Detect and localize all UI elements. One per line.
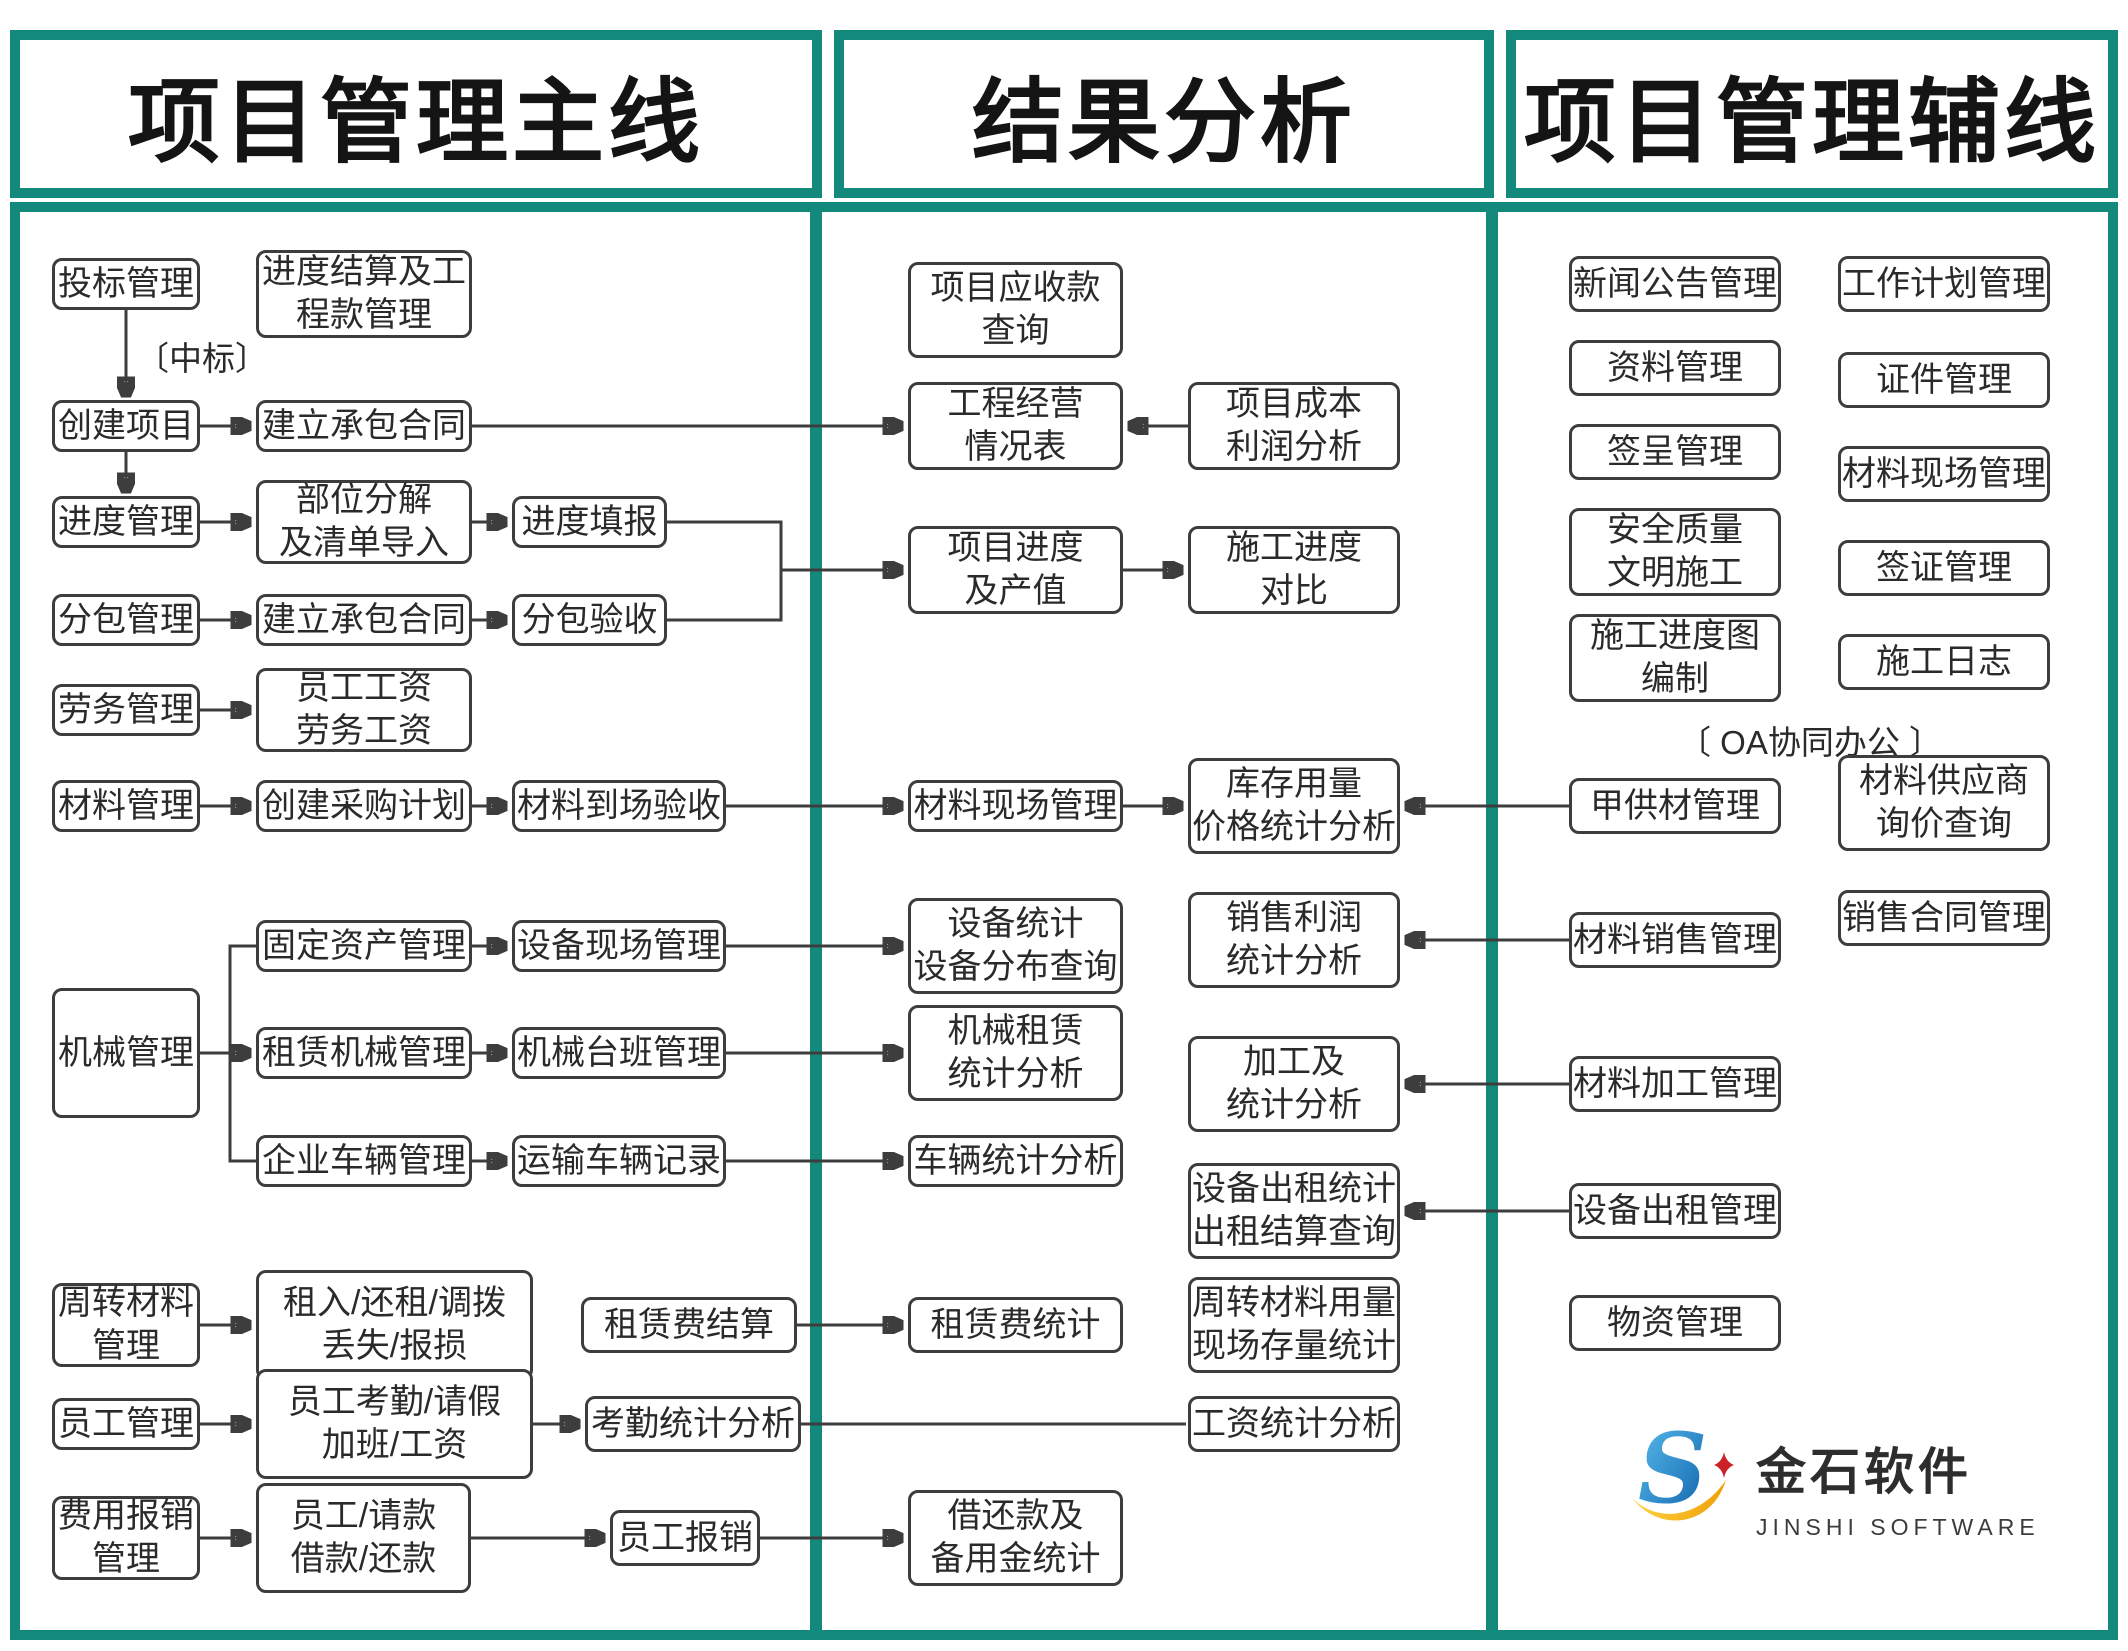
node-progress-management: 进度管理 xyxy=(52,496,200,548)
node-material-sales: 材料销售管理 xyxy=(1569,912,1781,968)
node-fixed-asset-management: 固定资产管理 xyxy=(256,920,472,972)
node-material-processing: 材料加工管理 xyxy=(1569,1056,1781,1112)
node-progress-chart: 施工进度图 编制 xyxy=(1569,614,1781,702)
node-sales-profit-stat: 销售利润 统计分析 xyxy=(1188,892,1400,988)
node-cost-profit-analysis: 项目成本 利润分析 xyxy=(1188,382,1400,470)
node-attendance-stat: 考勤统计分析 xyxy=(585,1396,801,1452)
node-part-decompose-import: 部位分解 及清单导入 xyxy=(256,480,472,564)
node-request-loan: 员工/请款 借款/还款 xyxy=(256,1483,471,1593)
node-equipment-site-management: 设备现场管理 xyxy=(512,920,726,972)
node-rental-machinery: 租赁机械管理 xyxy=(256,1027,472,1079)
node-processing-stat: 加工及 统计分析 xyxy=(1188,1036,1400,1132)
header-main-line: 项目管理主线 xyxy=(10,30,822,198)
node-vehicle-stat: 车辆统计分析 xyxy=(908,1135,1123,1187)
node-supplier-inquiry: 材料供应商 询价查询 xyxy=(1838,755,2050,851)
node-equipment-stat: 设备统计 设备分布查询 xyxy=(908,898,1123,994)
node-material-site-aux: 材料现场管理 xyxy=(1838,446,2050,502)
node-safety-quality: 安全质量 文明施工 xyxy=(1569,508,1781,596)
node-owner-material: 甲供材管理 xyxy=(1569,778,1781,834)
node-machinery-management: 机械管理 xyxy=(52,988,200,1118)
node-certificate-management: 证件管理 xyxy=(1838,352,2050,408)
node-bid-management: 投标管理 xyxy=(52,258,200,310)
node-sales-contract: 销售合同管理 xyxy=(1838,890,2050,946)
node-staff-reimburse: 员工报销 xyxy=(610,1510,760,1566)
node-attendance: 员工考勤/请假 加班/工资 xyxy=(256,1369,533,1479)
node-rent-ops: 租入/还租/调拨 丢失/报损 xyxy=(256,1270,533,1380)
jinshi-logo-icon: S xyxy=(1632,1418,1734,1525)
node-revolving-stat: 周转材料用量 现场存量统计 xyxy=(1188,1277,1400,1373)
node-machine-rental-stat: 机械租赁 统计分析 xyxy=(908,1005,1123,1101)
node-sign-submit: 签呈管理 xyxy=(1569,424,1781,480)
node-visa-management: 签证管理 xyxy=(1838,540,2050,596)
node-establish-contract-1: 建立承包合同 xyxy=(256,400,472,452)
node-progress-settlement: 进度结算及工 程款管理 xyxy=(256,250,472,338)
header-result-analysis: 结果分析 xyxy=(834,30,1494,198)
node-inventory-stat: 库存用量 价格统计分析 xyxy=(1188,758,1400,854)
node-create-project: 创建项目 xyxy=(52,400,200,452)
node-equipment-rent-stat: 设备出租统计 出租结算查询 xyxy=(1188,1163,1400,1259)
node-material-management: 材料管理 xyxy=(52,780,200,832)
node-material-site-stat: 材料现场管理 xyxy=(908,780,1123,832)
node-rent-fee-stat: 租赁费统计 xyxy=(908,1297,1123,1353)
node-progress-fill: 进度填报 xyxy=(512,496,667,548)
node-progress-compare: 施工进度 对比 xyxy=(1188,526,1400,614)
logo-subtitle: JINSHI SOFTWARE xyxy=(1756,1514,2040,1540)
oa-label: 〔 OA协同办公 〕 xyxy=(1677,724,1943,761)
node-revolving-material: 周转材料 管理 xyxy=(52,1283,200,1367)
node-goods-management: 物资管理 xyxy=(1569,1295,1781,1351)
node-labor-management: 劳务管理 xyxy=(52,684,200,736)
node-subcontract-management: 分包管理 xyxy=(52,594,200,646)
node-rent-settlement: 租赁费结算 xyxy=(581,1297,797,1353)
node-wages: 员工工资 劳务工资 xyxy=(256,668,472,752)
node-purchase-plan: 创建采购计划 xyxy=(256,780,472,832)
node-progress-value: 项目进度 及产值 xyxy=(908,526,1123,614)
divider-result-aux xyxy=(1486,202,1498,1640)
node-construction-log: 施工日志 xyxy=(1838,634,2050,690)
node-subcontract-acceptance: 分包验收 xyxy=(512,594,667,646)
node-enterprise-vehicle: 企业车辆管理 xyxy=(256,1135,472,1187)
node-material-arrival: 材料到场验收 xyxy=(512,780,726,832)
node-transport-record: 运输车辆记录 xyxy=(512,1135,726,1187)
win-bid-label: 〔中标〕 xyxy=(136,340,268,377)
jinshi-logo: S 金石软件 JINSHI SOFTWARE xyxy=(1628,1418,2040,1541)
svg-text:S: S xyxy=(1638,1418,1707,1525)
node-expense-management: 费用报销 管理 xyxy=(52,1496,200,1580)
node-operating-table: 工程经营 情况表 xyxy=(908,382,1123,470)
node-salary-stat: 工资统计分析 xyxy=(1188,1396,1400,1452)
logo-name: 金石软件 xyxy=(1756,1444,1972,1500)
node-loan-stat: 借还款及 备用金统计 xyxy=(908,1490,1123,1586)
node-equipment-rental: 设备出租管理 xyxy=(1569,1183,1781,1239)
node-staff-management: 员工管理 xyxy=(52,1398,200,1450)
node-establish-contract-2: 建立承包合同 xyxy=(256,594,472,646)
node-news-management: 新闻公告管理 xyxy=(1569,256,1781,312)
header-aux-line: 项目管理辅线 xyxy=(1506,30,2118,198)
node-document-management: 资料管理 xyxy=(1569,340,1781,396)
node-work-plan: 工作计划管理 xyxy=(1838,256,2050,312)
node-machine-shift-management: 机械台班管理 xyxy=(512,1027,726,1079)
node-receivable-query: 项目应收款 查询 xyxy=(908,262,1123,358)
divider-main-result xyxy=(810,202,822,1640)
